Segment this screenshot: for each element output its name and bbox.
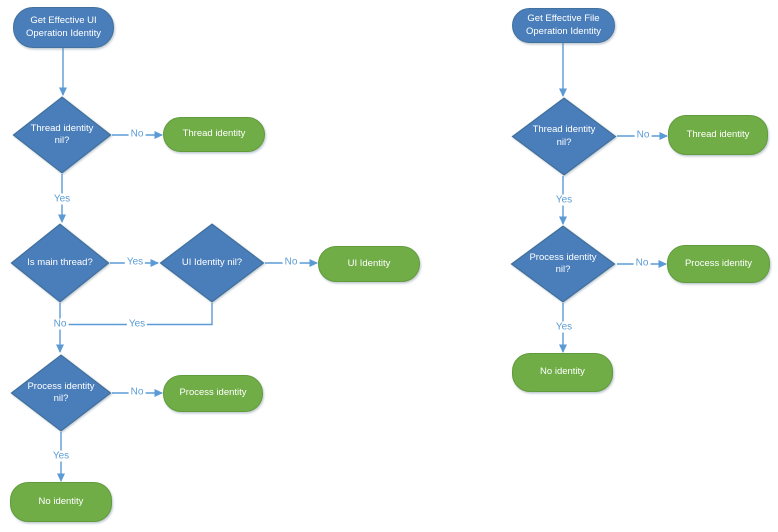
decision-is-main-thread: Is main thread?	[10, 223, 110, 303]
result-label: No identity	[540, 366, 585, 378]
result-no-identity-left: No identity	[10, 482, 112, 522]
decision-process-identity-nil-right: Process identity nil?	[510, 225, 616, 303]
edge-label-yes: Yes	[124, 256, 146, 268]
result-no-identity-right: No identity	[512, 353, 613, 392]
result-label: UI Identity	[347, 257, 391, 269]
decision-label: UI Identity nil?	[181, 256, 243, 268]
decision-label: Thread identity nil?	[30, 122, 94, 146]
decision-thread-identity-nil-right: Thread identity nil?	[511, 97, 617, 176]
edge-label-no: No	[51, 318, 69, 330]
decision-process-identity-nil-left: Process identity nil?	[10, 354, 112, 432]
result-process-identity-right: Process identity	[667, 245, 770, 283]
result-ui-identity: UI Identity	[318, 246, 420, 282]
decision-label: Process identity nil?	[529, 251, 597, 275]
edge-label-no: No	[128, 386, 146, 398]
connector-left-uinil-yes	[60, 303, 213, 326]
decision-thread-identity-nil-left: Thread identity nil?	[12, 96, 112, 174]
edge-label-yes: Yes	[553, 194, 575, 206]
start-node-label: Get Effective File Operation Identity	[526, 13, 601, 37]
result-label: No identity	[38, 495, 84, 507]
result-label: Process identity	[684, 257, 753, 269]
diamond-shape	[10, 354, 112, 432]
start-node-get-effective-ui-operation-identity: Get Effective UI Operation Identity	[13, 7, 114, 48]
result-thread-identity-right: Thread identity	[668, 115, 768, 155]
decision-label: Process identity nil?	[27, 380, 95, 404]
edge-label-yes: Yes	[126, 318, 148, 330]
diamond-shape	[510, 225, 616, 303]
edge-label-no: No	[282, 256, 300, 268]
edge-label-no: No	[633, 257, 651, 269]
edge-label-yes: Yes	[50, 450, 72, 462]
result-label: Thread identity	[182, 128, 246, 140]
diamond-shape	[159, 223, 265, 303]
result-process-identity-left: Process identity	[163, 375, 263, 412]
diamond-shape	[511, 97, 617, 176]
edge-label-yes: Yes	[51, 193, 73, 205]
edge-label-yes: Yes	[553, 321, 575, 333]
result-label: Thread identity	[686, 128, 750, 140]
start-node-get-effective-file-operation-identity: Get Effective File Operation Identity	[512, 8, 615, 43]
result-label: Process identity	[179, 387, 247, 399]
decision-label: Thread identity nil?	[532, 124, 596, 148]
result-thread-identity-left: Thread identity	[163, 117, 265, 152]
start-node-label: Get Effective UI Operation Identity	[26, 15, 101, 39]
decision-ui-identity-nil: UI Identity nil?	[159, 223, 265, 303]
diamond-shape	[10, 223, 110, 303]
edge-label-no: No	[128, 128, 146, 140]
decision-label: Is main thread?	[27, 256, 93, 268]
diamond-shape	[12, 96, 112, 174]
edge-label-no: No	[634, 129, 652, 141]
